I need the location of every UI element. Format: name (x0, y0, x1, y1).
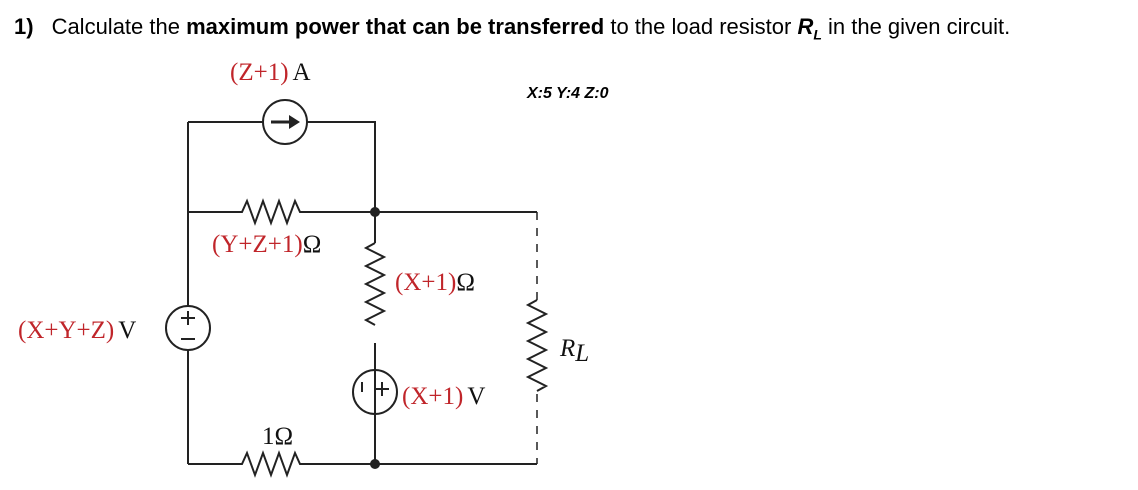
top-wire (188, 121, 376, 464)
voltage-source-left (165, 305, 211, 351)
question-number: 1) (14, 14, 34, 39)
current-source (262, 99, 308, 145)
dependent-voltage-source (352, 369, 398, 415)
question-rl: RL (797, 14, 822, 43)
resistor-bottom-wire (188, 450, 375, 478)
question-bold-phrase: maximum power that can be transferred (186, 14, 605, 39)
voltage-source-left-label: (X+Y+Z)V (18, 317, 136, 344)
current-source-label: (Z+1)A (230, 59, 311, 86)
resistor-bottom-label: 1Ω (262, 423, 293, 450)
load-label: RL (559, 335, 589, 367)
resistor-middle-label: (X+1)Ω (395, 269, 475, 296)
plus-sign-icon (181, 311, 195, 325)
resistor-top-wire (188, 198, 375, 226)
arrow-head-icon (289, 115, 300, 129)
question-middle: to the load resistor (604, 14, 798, 39)
dependent-source-label: (X+1)V (402, 383, 485, 410)
question-suffix: in the given circuit. (821, 14, 1011, 39)
load-resistor (525, 299, 549, 392)
resistor-top-label: (Y+Z+1)Ω (212, 231, 321, 258)
resistor-middle (363, 242, 387, 326)
question-text: 1) Calculate the maximum power that can b… (14, 14, 1010, 42)
question-prefix: Calculate the (51, 14, 187, 39)
values-note: X:5 Y:4 Z:0 (526, 85, 609, 102)
plus-sign-icon (375, 382, 389, 396)
